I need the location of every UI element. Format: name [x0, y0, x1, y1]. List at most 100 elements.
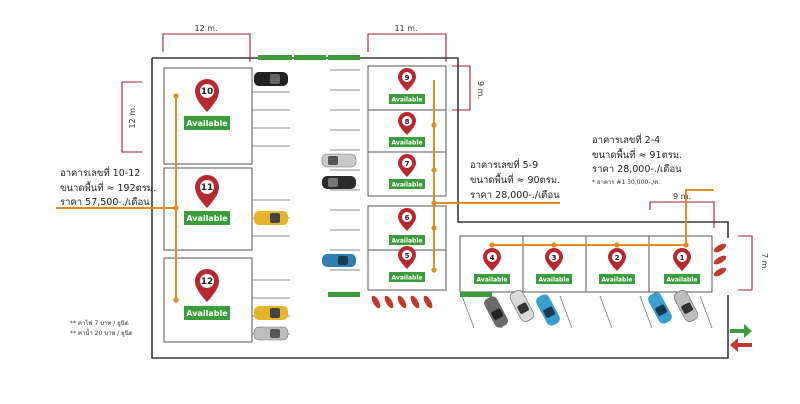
unit-4[interactable]: 4 Available: [474, 248, 510, 284]
entrance-sign: [460, 292, 492, 297]
unit-9[interactable]: 9 Available: [389, 68, 425, 104]
electricity-note: ** ค่าไฟ 7 บาท / ยูนิต: [70, 319, 129, 327]
middle-width-label: 11 m.: [394, 24, 417, 33]
car-icon: [254, 72, 288, 86]
entrance-sign: [258, 55, 292, 60]
motorcycle-icon: [713, 267, 727, 277]
unit-1[interactable]: 1 Available: [664, 248, 700, 284]
unit-number: 12: [201, 277, 214, 287]
unit-11[interactable]: 11 Available: [184, 175, 230, 225]
info-left: อาคารเลขที่ 10-12 ขนาดพื้นที่ ≈ 192ตรม. …: [60, 166, 156, 208]
unit-number: 2: [615, 254, 620, 262]
available-badge: [389, 272, 425, 282]
utility-notes: ** ค่าไฟ 7 บาท / ยูนิต ** ค่าน้ำ 20 บาท …: [70, 319, 133, 337]
unit-10[interactable]: 10 Available: [184, 79, 230, 130]
center-parking-lines: [330, 69, 360, 271]
car-icon: [648, 292, 672, 324]
unit-number: 4: [490, 254, 495, 262]
available-badge: [474, 274, 510, 284]
available-badge: [389, 179, 425, 189]
car-icon: [321, 153, 357, 168]
status-label: Available: [667, 277, 698, 284]
status-label: Available: [392, 275, 423, 282]
entry-arrow-icon: [730, 324, 752, 338]
car-icon: [673, 290, 699, 322]
unit-2[interactable]: 2 Available: [599, 248, 635, 284]
available-badge: [184, 211, 230, 225]
info-right-area: ขนาดพื้นที่ ≈ 91ตรม.: [592, 148, 682, 161]
unit-12[interactable]: 12 Available: [184, 269, 230, 320]
unit-6[interactable]: 6 Available: [389, 208, 425, 245]
status-label: Available: [392, 238, 423, 245]
car-icon: [509, 290, 535, 322]
motorcycle-icon: [384, 295, 394, 309]
available-badge: [536, 274, 572, 284]
status-label: Available: [392, 182, 423, 189]
entrance-sign: [294, 55, 326, 60]
unit-number: 6: [405, 214, 410, 222]
unit-3[interactable]: 3 Available: [536, 248, 572, 284]
route-nodes: [173, 93, 689, 303]
info-middle-price: ราคา 28,000-./เดือน: [470, 190, 560, 201]
motorcycle-icons: [371, 243, 727, 309]
car-icon: [253, 326, 289, 341]
info-left-title: อาคารเลขที่ 10-12: [60, 166, 140, 179]
right-depth-label: 7 m.: [760, 253, 769, 271]
middle-depth-label: 9 m.: [476, 81, 485, 99]
available-badge: [389, 235, 425, 245]
available-badge: [184, 306, 230, 320]
info-left-area: ขนาดพื้นที่ ≈ 192ตรม.: [60, 181, 156, 194]
status-label: Available: [602, 277, 633, 284]
unit-number: 8: [405, 118, 410, 126]
unit-5[interactable]: 5 Available: [389, 246, 425, 282]
water-note: ** ค่าน้ำ 20 บาท / ยูนิต: [70, 327, 133, 337]
car-icon: [254, 211, 288, 225]
car-icon: [254, 306, 288, 320]
unit-number: 7: [405, 160, 410, 168]
info-right-note: * อาคาร #1 30,000-./ด.: [592, 179, 660, 186]
entrance-sign: [328, 292, 360, 297]
info-right: อาคารเลขที่ 2-4 ขนาดพื้นที่ ≈ 91ตรม. ราค…: [592, 133, 682, 186]
left-width-label: 12 m.: [194, 24, 217, 33]
available-badge: [389, 94, 425, 104]
unit-number: 1: [680, 254, 685, 262]
unit-number: 10: [201, 87, 214, 97]
available-badge: [664, 274, 700, 284]
status-label: Available: [186, 309, 228, 318]
motorcycle-icon: [713, 255, 727, 265]
info-middle-area: ขนาดพื้นที่ ≈ 90ตรม.: [470, 173, 560, 186]
left-depth-label: 12 m.: [128, 105, 137, 128]
exit-arrow-icon: [730, 338, 752, 352]
unit-number: 9: [405, 74, 410, 82]
dimension-lines: [121, 33, 753, 291]
entrance-signs: [258, 55, 492, 297]
car-icon: [484, 296, 508, 328]
unit-8[interactable]: 8 Available: [389, 112, 425, 147]
unit-7[interactable]: 7 Available: [389, 154, 425, 189]
motorcycle-icon: [423, 295, 433, 309]
motorcycle-icon: [713, 243, 727, 253]
unit-number: 3: [552, 254, 557, 262]
car-icon: [322, 176, 356, 189]
motorcycle-icon: [410, 295, 420, 309]
motorcycle-icon: [371, 295, 381, 309]
available-badge: [184, 116, 230, 130]
info-middle-title: อาคารเลขที่ 5-9: [470, 158, 538, 171]
motorcycle-icon: [397, 295, 407, 309]
available-badge: [599, 274, 635, 284]
info-middle: อาคารเลขที่ 5-9 ขนาดพื้นที่ ≈ 90ตรม. ราค…: [470, 158, 560, 201]
status-label: Available: [186, 119, 228, 128]
info-right-price: ราคา 28,000-./เดือน: [592, 164, 682, 175]
available-badge: [389, 137, 425, 147]
status-label: Available: [477, 277, 508, 284]
status-label: Available: [539, 277, 570, 284]
unit-number: 11: [201, 183, 214, 193]
parked-cars: [253, 72, 699, 341]
entrance-sign: [328, 55, 360, 60]
car-icon: [322, 254, 356, 267]
car-icon: [536, 294, 560, 326]
info-right-title: อาคารเลขที่ 2-4: [592, 133, 660, 146]
info-left-price: ราคา 57,500-./เดือน: [60, 197, 150, 208]
status-label: Available: [186, 214, 228, 223]
unit-number: 5: [405, 252, 410, 260]
